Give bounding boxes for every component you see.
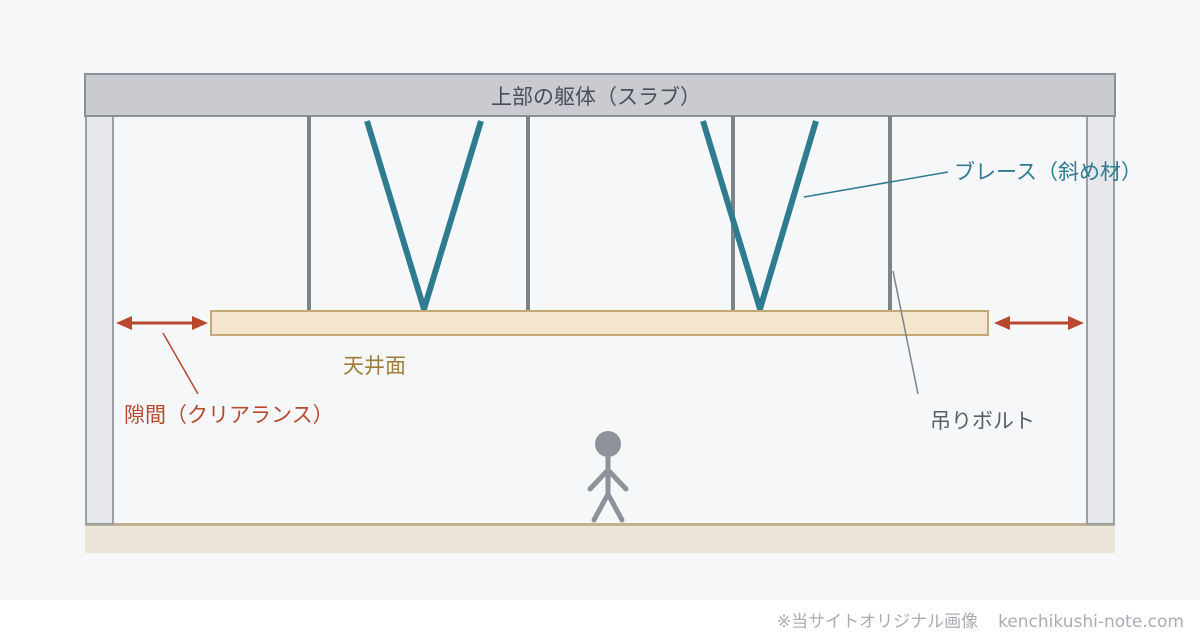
double-arrow-icon xyxy=(116,316,208,330)
floor xyxy=(85,524,1115,553)
braces xyxy=(364,120,819,320)
right-wall xyxy=(1086,115,1115,525)
upper-slab xyxy=(84,73,1116,117)
left-wall xyxy=(85,115,114,525)
brace-v-left xyxy=(364,120,484,320)
clearance-leader xyxy=(162,332,199,395)
brace-leader xyxy=(803,171,949,198)
brace-v-right xyxy=(700,120,819,320)
credit-note: ※当サイトオリジナル画像 xyxy=(776,612,979,632)
ceiling-label: 天井面 xyxy=(343,354,406,378)
credit-site: kenchikushi-note.com xyxy=(998,612,1184,632)
person-figure-icon xyxy=(587,431,629,523)
ceiling-panel xyxy=(210,310,989,336)
clearance-arrows xyxy=(116,316,1084,330)
hanger-bolt-label: 吊りボルト xyxy=(930,409,1035,433)
clearance-label: 隙間（クリアランス） xyxy=(124,403,334,427)
ceiling-diagram: 上部の躯体（スラブ） 天井面 xyxy=(84,73,1142,553)
hanger-bolt-leader xyxy=(892,270,919,395)
slab-label: 上部の躯体（スラブ） xyxy=(491,85,701,109)
image-credit: ※当サイトオリジナル画像 kenchikushi-note.com xyxy=(777,607,1184,632)
brace-label: ブレース（斜め材） xyxy=(954,160,1142,184)
diagram-canvas: 上部の躯体（スラブ） 天井面 xyxy=(84,73,1142,553)
double-arrow-icon xyxy=(994,316,1084,330)
